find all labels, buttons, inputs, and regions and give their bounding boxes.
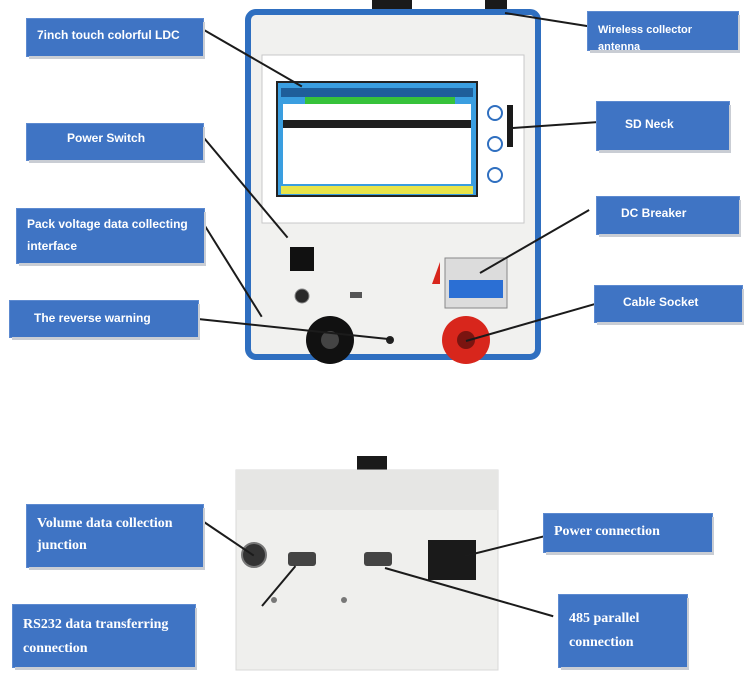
side-button-down xyxy=(487,167,503,183)
label-volume-data: Volume data collection junction xyxy=(27,505,203,567)
screen-table xyxy=(283,104,471,184)
label-wireless: Wireless collector antenna xyxy=(588,12,738,53)
breaker-warning-mark xyxy=(432,262,440,284)
label-pack-voltage: Pack voltage data collecting interface xyxy=(17,209,204,263)
screen-status-bar xyxy=(281,186,473,194)
dc-breaker-handle xyxy=(449,280,503,298)
label-reverse-warning: The reverse warning xyxy=(10,301,198,337)
sd-slot xyxy=(507,105,513,147)
power-inlet xyxy=(428,540,476,580)
power-switch xyxy=(290,247,314,271)
side-button-mid xyxy=(487,136,503,152)
pack-voltage-connector xyxy=(294,288,310,304)
label-power-switch: Power Switch xyxy=(27,124,203,160)
screen-header-row xyxy=(305,97,455,104)
label-sd-neck: SD Neck xyxy=(597,102,729,150)
label-ldc: 7inch touch colorful LDC xyxy=(27,19,203,56)
label-power-connection: Power connection xyxy=(544,514,712,552)
rs232-port xyxy=(288,552,316,566)
rs485-port xyxy=(364,552,392,566)
usb-port xyxy=(350,292,362,298)
label-485-parallel: 485 parallel connection xyxy=(559,595,687,667)
screen-title-bar xyxy=(281,88,473,97)
label-cable-socket: Cable Socket xyxy=(595,286,742,322)
label-rs232: RS232 data transferring connection xyxy=(13,605,195,667)
label-dc-breaker: DC Breaker xyxy=(597,197,739,234)
side-button-up xyxy=(487,105,503,121)
screen-selected-row xyxy=(283,120,471,128)
